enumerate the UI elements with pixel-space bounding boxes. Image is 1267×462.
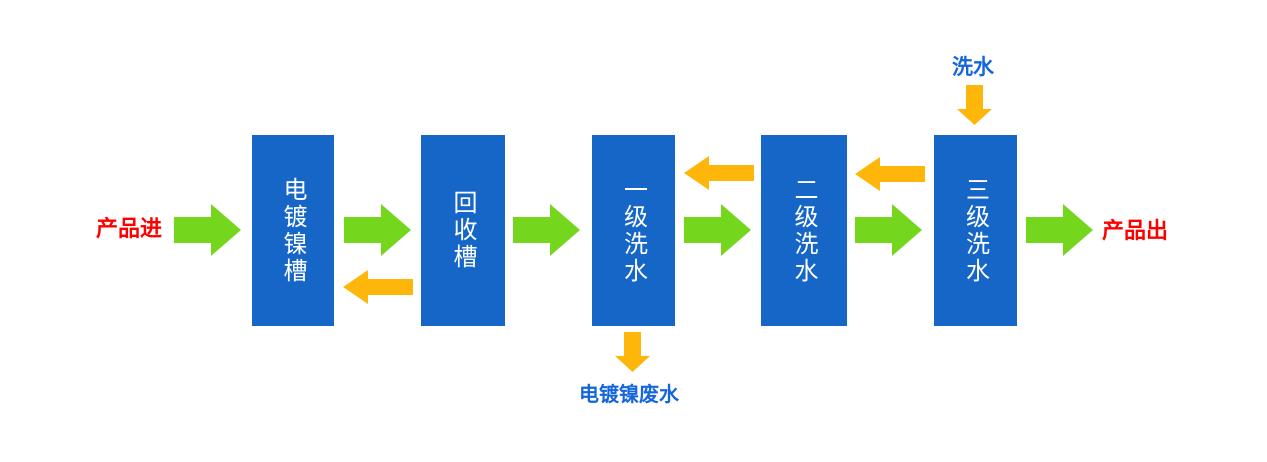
stage-box-recovery-tank: 回收槽 — [421, 135, 505, 326]
product-in-label: 产品进 — [96, 217, 163, 242]
forward-arrow-product-in-icon — [174, 204, 241, 256]
wash-water-label: 洗水 — [952, 55, 994, 79]
forward-arrow-rinse2-to-rinse3-icon — [855, 204, 922, 256]
forward-arrow-plating-to-recovery-icon — [344, 204, 411, 256]
return-arrow-rinse3-to-rinse2-icon — [855, 157, 925, 191]
down-arrow-washwater-to-rinse3-icon — [957, 85, 992, 125]
product-out-label: 产品出 — [1102, 219, 1169, 244]
stage-box-plating-tank: 电镀镍槽 — [252, 135, 334, 326]
stage-box-rinse-2: 二级洗水 — [761, 135, 847, 326]
stage-box-rinse-1: 一级洗水 — [592, 135, 675, 326]
wastewater-label: 电镀镍废水 — [579, 382, 679, 406]
stage-box-rinse-3: 三级洗水 — [934, 135, 1017, 326]
forward-arrow-product-out-icon — [1026, 204, 1093, 256]
forward-arrow-recovery-to-rinse1-icon — [513, 204, 580, 256]
forward-arrow-rinse1-to-rinse2-icon — [684, 204, 751, 256]
down-arrow-rinse1-to-wastewater-icon — [615, 332, 650, 372]
return-arrow-recovery-to-plating-icon — [343, 270, 413, 304]
return-arrow-rinse2-to-rinse1-icon — [684, 156, 754, 190]
